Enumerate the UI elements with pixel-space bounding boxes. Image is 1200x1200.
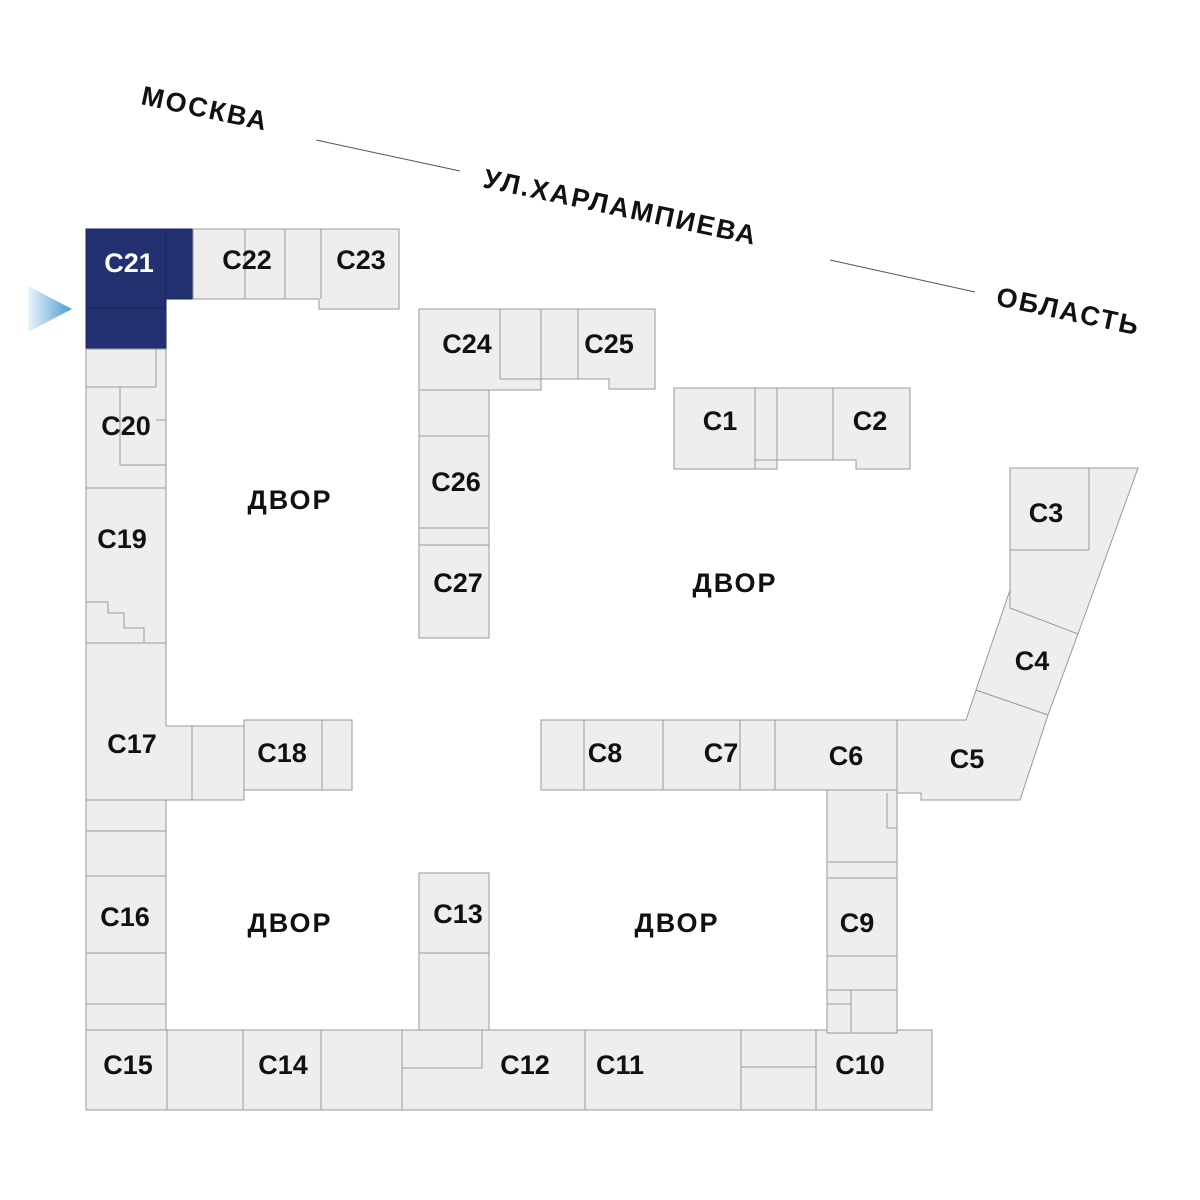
section-label-c15: С15 — [103, 1050, 153, 1080]
section-label-c20: С20 — [101, 411, 151, 441]
section-c15[interactable] — [85, 1029, 244, 1111]
section-c13[interactable] — [418, 872, 490, 1031]
section-label-c10: С10 — [835, 1050, 885, 1080]
section-c10-annex[interactable] — [740, 1029, 817, 1111]
section-c16[interactable] — [85, 799, 167, 1031]
courtyard-label-ne: ДВОР — [692, 568, 777, 598]
section-c18[interactable] — [243, 719, 353, 791]
section-c17[interactable] — [85, 642, 245, 801]
courtyard-label-se: ДВОР — [634, 908, 719, 938]
section-c9[interactable] — [826, 789, 898, 1034]
section-c24[interactable] — [418, 308, 542, 391]
courtyard-label-sw: ДВОР — [247, 908, 332, 938]
section-c1[interactable] — [673, 387, 778, 470]
section-c14[interactable] — [242, 1029, 403, 1111]
street-label-oblast: ОБЛАСТЬ — [994, 282, 1143, 342]
street-label-kharlampieva: УЛ.ХАРЛАМПИЕВА — [481, 164, 761, 251]
section-label-c6: С6 — [829, 741, 864, 771]
section-label-c2: С2 — [853, 406, 888, 436]
section-c2[interactable] — [776, 387, 911, 470]
section-c20[interactable] — [85, 348, 167, 489]
section-label-c3: С3 — [1029, 498, 1064, 528]
section-label-c24: С24 — [442, 329, 492, 359]
section-c22[interactable] — [192, 228, 286, 300]
street-line-2 — [829, 259, 976, 293]
section-c8[interactable] — [540, 719, 664, 791]
section-label-c11: С11 — [596, 1050, 644, 1080]
section-c21[interactable] — [85, 228, 194, 350]
section-label-c4: С4 — [1015, 646, 1050, 676]
section-c27[interactable] — [418, 527, 490, 639]
section-label-c27: С27 — [433, 568, 483, 598]
street-label-moscow: МОСКВА — [139, 81, 272, 137]
section-c3[interactable] — [1009, 467, 1139, 635]
courtyard-label-nw: ДВОР — [247, 485, 332, 515]
section-c23[interactable] — [284, 228, 400, 310]
section-label-c19: С19 — [97, 524, 147, 554]
section-c5[interactable] — [896, 689, 1049, 801]
section-label-c16: С16 — [100, 902, 150, 932]
section-label-c17: С17 — [107, 729, 157, 759]
section-label-c21: С21 — [104, 248, 154, 278]
section-c25[interactable] — [540, 308, 656, 390]
section-label-c8: С8 — [588, 738, 623, 768]
section-label-c22: С22 — [222, 245, 272, 275]
section-label-c18: С18 — [257, 738, 307, 768]
section-c26[interactable] — [418, 389, 490, 529]
selected-pointer-icon — [28, 286, 72, 332]
section-label-c1: С1 — [703, 406, 738, 436]
section-label-c23: С23 — [336, 245, 386, 275]
section-label-c5: С5 — [950, 744, 985, 774]
section-label-c12: С12 — [500, 1050, 550, 1080]
section-label-c9: С9 — [840, 908, 875, 938]
section-label-c14: С14 — [258, 1050, 308, 1080]
section-label-c13: С13 — [433, 899, 483, 929]
section-c11[interactable] — [584, 1029, 742, 1111]
section-label-c26: С26 — [431, 467, 481, 497]
section-label-c25: С25 — [584, 329, 634, 359]
section-label-c7: С7 — [704, 738, 739, 768]
street-line-1 — [315, 139, 461, 172]
section-c19[interactable] — [85, 487, 167, 644]
section-c10[interactable] — [815, 1029, 933, 1111]
